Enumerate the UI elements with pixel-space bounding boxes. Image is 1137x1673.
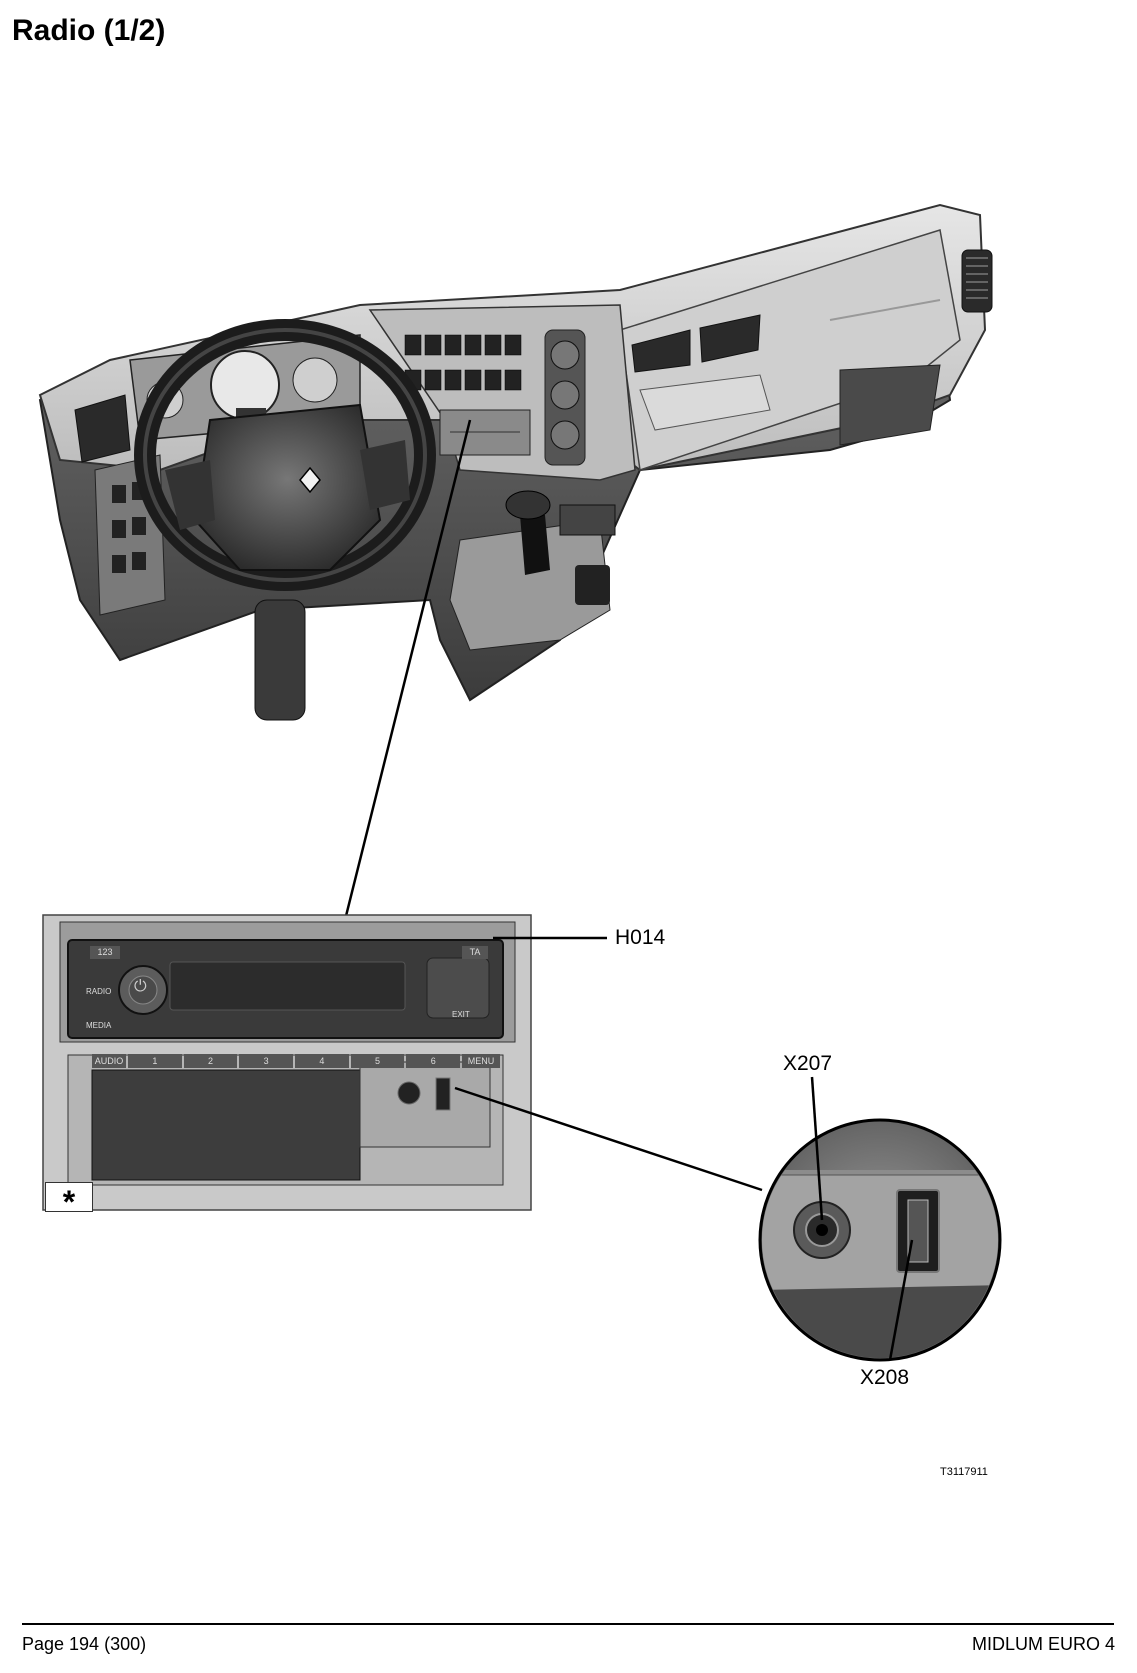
- steering-wheel: [134, 319, 436, 721]
- radio-button-audio: AUDIO: [92, 1054, 126, 1068]
- radio-button-media: MEDIA: [86, 1021, 112, 1030]
- variant-star-marker: *: [45, 1182, 93, 1220]
- radio-preset-row: AUDIO 1 2 3 4 5 6 MENU: [92, 1054, 501, 1068]
- page-number: Page 194 (300): [22, 1634, 147, 1654]
- figure-reference: T3117911: [940, 1466, 988, 1478]
- leader-line-dashboard: [343, 419, 472, 921]
- radio-preset: 1: [128, 1054, 182, 1068]
- power-icon: ⏻: [134, 978, 147, 995]
- radio-preset: 5: [350, 1054, 405, 1068]
- radio-button-ta: TA: [462, 946, 488, 959]
- radio-button-menu: MENU: [462, 1054, 501, 1068]
- callout-h014: H014: [615, 926, 666, 949]
- callout-x208: X208: [860, 1366, 910, 1389]
- dashboard: [38, 203, 993, 702]
- radio-preset: 2: [183, 1054, 238, 1068]
- connector-zoom: [758, 1076, 1002, 1362]
- radio-button-123: 123: [90, 946, 120, 959]
- radio-preset: 3: [239, 1054, 294, 1068]
- callout-x207: X207: [783, 1052, 833, 1075]
- renault-logo-icon: [299, 466, 321, 494]
- page-title: Radio (1/2): [12, 14, 166, 47]
- radio-button-radio: RADIO: [86, 987, 112, 996]
- footer-divider: [22, 1623, 1114, 1625]
- radio-preset: 6: [406, 1054, 461, 1068]
- document-name: MIDLUM EURO 4: [971, 1634, 1115, 1654]
- radio-button-exit: EXIT: [452, 1010, 470, 1019]
- radio-preset: 4: [295, 1054, 349, 1068]
